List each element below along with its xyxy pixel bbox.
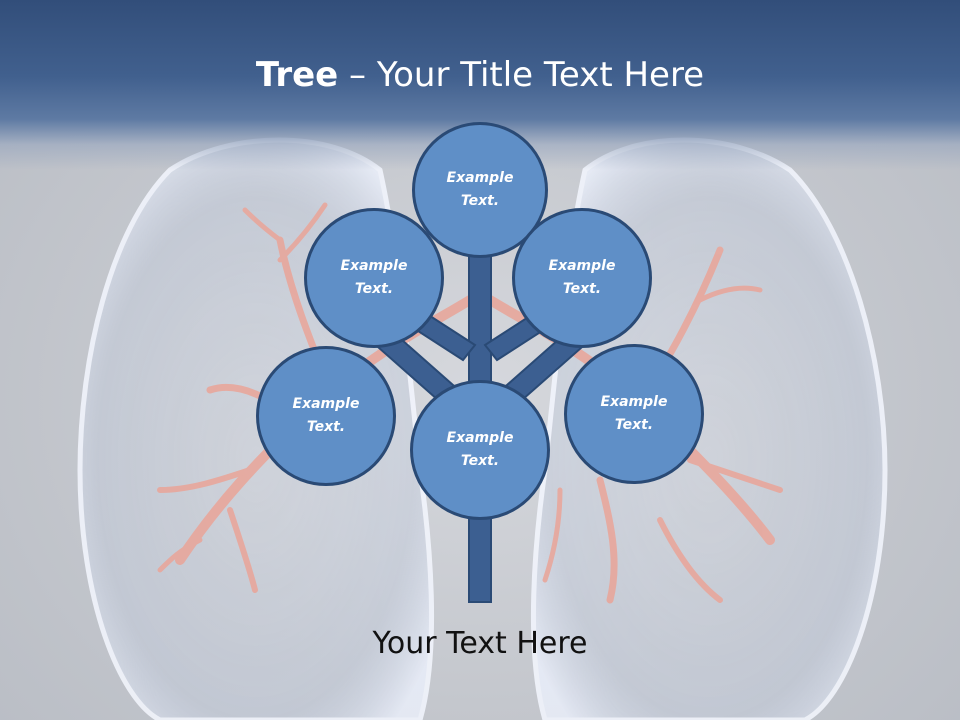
tree-node-lower-left[interactable]: Example Text. bbox=[256, 346, 396, 486]
tree-node-label: Example Text. bbox=[446, 170, 514, 209]
title-rest: – Your Title Text Here bbox=[338, 55, 705, 95]
tree-node-upper-left[interactable]: Example Text. bbox=[304, 208, 444, 348]
tree-node-label: Example Text. bbox=[292, 396, 360, 435]
tree-node-upper-right[interactable]: Example Text. bbox=[512, 208, 652, 348]
tree-node-center[interactable]: Example Text. bbox=[410, 380, 550, 520]
slide-title: Tree – Your Title Text Here bbox=[0, 52, 960, 98]
tree-node-label: Example Text. bbox=[340, 258, 408, 297]
tree-node-label: Example Text. bbox=[600, 394, 668, 433]
title-bold: Tree bbox=[255, 55, 339, 95]
tree-node-label: Example Text. bbox=[446, 430, 514, 469]
footer-caption: Your Text Here bbox=[372, 626, 588, 661]
tree-node-lower-right[interactable]: Example Text. bbox=[564, 344, 704, 484]
tree-node-label: Example Text. bbox=[548, 258, 616, 297]
